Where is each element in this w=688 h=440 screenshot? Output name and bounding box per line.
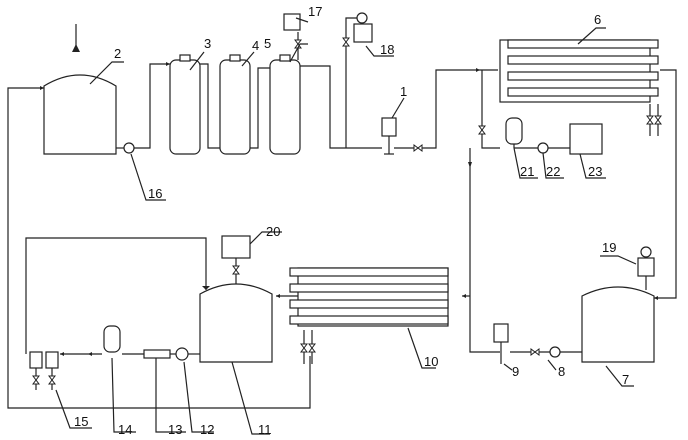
valves: [32, 37, 662, 385]
label-16: 16: [148, 186, 162, 201]
label-21: 21: [520, 164, 534, 179]
label-2: 2: [114, 46, 121, 61]
membrane-bank-6: [499, 39, 659, 103]
label-23: 23: [588, 164, 602, 179]
unit-14: [103, 325, 121, 353]
tank-7: [581, 286, 655, 363]
tank-11: [199, 283, 273, 363]
pump-16: [123, 142, 135, 154]
label-4: 4: [252, 38, 259, 53]
label-5: 5: [264, 36, 271, 51]
callout-labels: 1 2 3 4 5 6 7 8 9 10 11 12 13 14 15 16 1…: [74, 4, 629, 437]
dosing-tank-17: [283, 13, 301, 31]
label-9: 9: [512, 364, 519, 379]
label-20: 20: [266, 224, 280, 239]
label-10: 10: [424, 354, 438, 369]
label-6: 6: [594, 12, 601, 27]
label-11: 11: [258, 422, 272, 437]
label-15: 15: [74, 414, 88, 429]
unit-13: [143, 349, 171, 359]
label-19: 19: [602, 240, 616, 255]
raw-water-tank-2: [43, 74, 117, 155]
filter-columns: [169, 54, 301, 155]
label-14: 14: [118, 422, 132, 437]
label-17: 17: [308, 4, 322, 19]
label-22: 22: [546, 164, 560, 179]
label-1: 1: [400, 84, 407, 99]
label-7: 7: [622, 372, 629, 387]
membrane-bank-10: [289, 267, 449, 327]
label-18: 18: [380, 42, 394, 57]
flow-arrows: [40, 24, 658, 356]
dosing-unit-19: [637, 246, 655, 277]
label-3: 3: [204, 36, 211, 51]
label-12: 12: [200, 422, 214, 437]
pump-12: [175, 347, 189, 361]
high-pressure-pump-1: [381, 117, 397, 155]
dosing-tank-20: [221, 235, 251, 259]
piping: [7, 17, 677, 409]
unit-15: [29, 351, 59, 369]
dosing-unit-18: [353, 12, 373, 43]
leader-lines: [55, 17, 637, 435]
unit-21-22-23: [505, 117, 603, 155]
label-8: 8: [558, 364, 565, 379]
label-13: 13: [168, 422, 182, 437]
pump-8: [549, 346, 561, 358]
pump-9: [493, 323, 509, 364]
